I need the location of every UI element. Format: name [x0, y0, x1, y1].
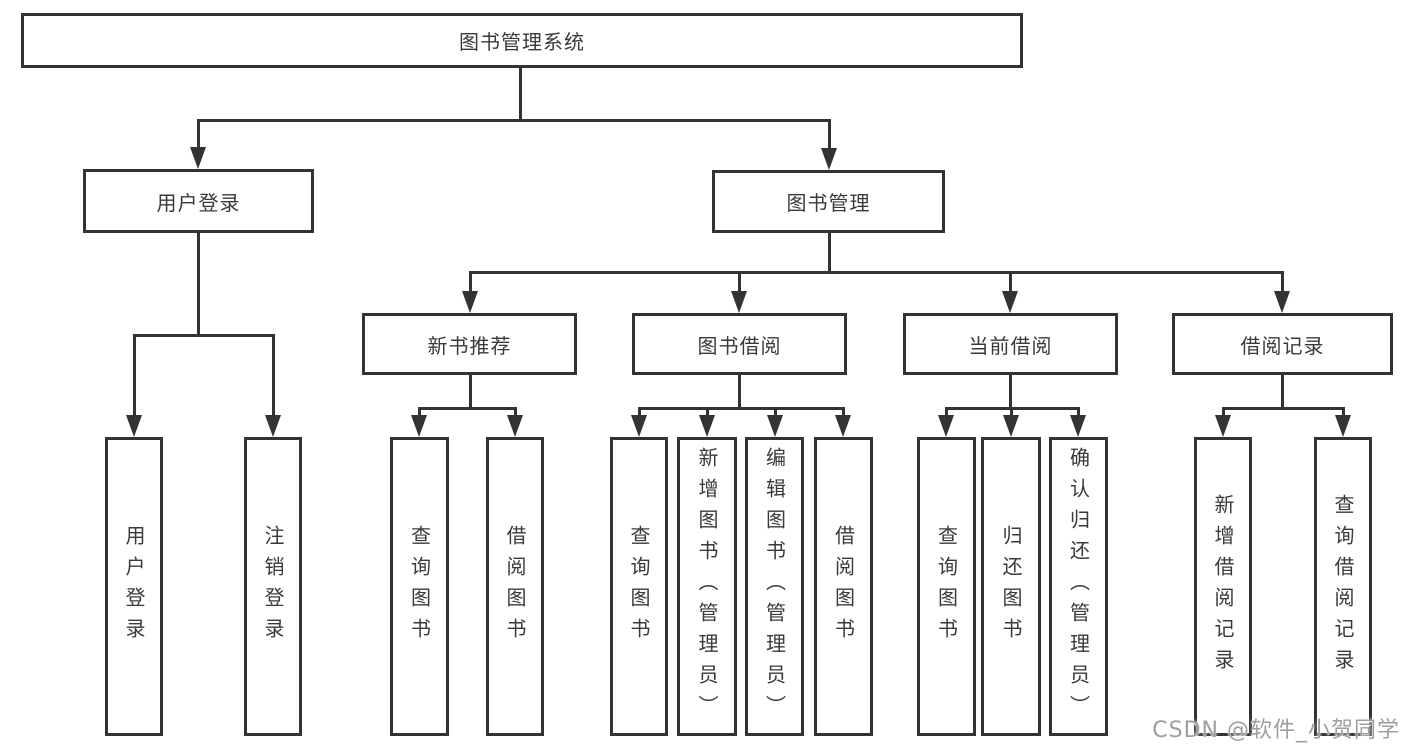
arrow-down-icon: [411, 407, 427, 437]
arrow-down-icon: [731, 271, 747, 313]
leaf-label: 查询图书: [627, 524, 651, 649]
node-book-borrowing: 图书借阅: [632, 313, 847, 375]
arrow-down-icon: [631, 407, 647, 437]
leaf-add-borrow-record: 新增借阅记录: [1194, 437, 1252, 736]
leaf-label: 查询借阅记录: [1331, 493, 1355, 680]
leaf-add-books-admin: 新增图书（管理员）: [677, 437, 737, 736]
leaf-edit-books-admin: 编辑图书（管理员）: [745, 437, 804, 736]
leaf-query-borrow-record: 查询借阅记录: [1314, 437, 1372, 736]
leaf-label: 查询图书: [407, 524, 432, 649]
connector-line: [469, 375, 472, 409]
connector-line: [197, 233, 200, 336]
leaf-return-books: 归还图书: [981, 437, 1041, 736]
connector-line: [945, 407, 1080, 410]
leaf-label: 确认归还（管理员）: [1066, 447, 1091, 726]
arrow-down-icon: [462, 271, 478, 313]
connector-line: [197, 119, 831, 122]
arrow-down-icon: [1003, 407, 1019, 437]
leaf-label: 编辑图书（管理员）: [762, 447, 787, 726]
arrow-down-icon: [1335, 407, 1351, 437]
leaf-label: 注销登录: [261, 524, 285, 649]
arrow-down-icon: [190, 119, 206, 169]
connector-line: [1009, 375, 1012, 409]
connector-line: [1222, 407, 1345, 410]
node-new-book-recommend: 新书推荐: [362, 313, 577, 375]
leaf-label: 用户登录: [122, 524, 146, 649]
leaf-user-login: 用户登录: [105, 437, 163, 736]
node-current-borrowing: 当前借阅: [903, 313, 1118, 375]
connector-line: [638, 407, 845, 410]
leaf-query-books: 查询图书: [390, 437, 449, 736]
arrow-down-icon: [507, 407, 523, 437]
leaf-label: 新增图书（管理员）: [695, 447, 719, 726]
leaf-label: 查询图书: [934, 524, 959, 649]
arrow-down-icon: [767, 407, 783, 437]
leaf-borrow-books: 借阅图书: [814, 437, 873, 736]
node-borrowing-records: 借阅记录: [1172, 313, 1393, 375]
connector-line: [469, 271, 1284, 274]
leaf-label: 借阅图书: [503, 524, 527, 649]
arrow-down-icon: [265, 334, 281, 437]
connector-line: [828, 233, 831, 273]
connector-line: [133, 334, 275, 337]
node-user-login: 用户登录: [83, 169, 314, 233]
leaf-label: 新增借阅记录: [1211, 493, 1235, 680]
node-book-management: 图书管理: [712, 170, 945, 233]
arrow-down-icon: [1070, 407, 1086, 437]
arrow-down-icon: [1002, 271, 1018, 313]
connector-line: [418, 407, 517, 410]
arrow-down-icon: [1274, 271, 1290, 313]
leaf-query-books: 查询图书: [917, 437, 976, 736]
csdn-watermark: CSDN @软件_小贺同学: [1152, 718, 1400, 743]
arrow-down-icon: [1215, 407, 1231, 437]
arrow-down-icon: [938, 407, 954, 437]
leaf-confirm-return-admin: 确认归还（管理员）: [1049, 437, 1108, 736]
leaf-label: 借阅图书: [831, 524, 856, 649]
leaf-borrow-books: 借阅图书: [486, 437, 544, 736]
connector-line: [1281, 375, 1284, 409]
arrow-down-icon: [835, 407, 851, 437]
arrow-down-icon: [126, 334, 142, 437]
arrow-down-icon: [821, 119, 837, 170]
arrow-down-icon: [699, 407, 715, 437]
connector-line: [519, 68, 522, 121]
node-library-management-system: 图书管理系统: [21, 13, 1023, 68]
leaf-query-books: 查询图书: [610, 437, 668, 736]
leaf-logout: 注销登录: [244, 437, 302, 736]
connector-line: [738, 375, 741, 409]
leaf-label: 归还图书: [999, 524, 1023, 649]
